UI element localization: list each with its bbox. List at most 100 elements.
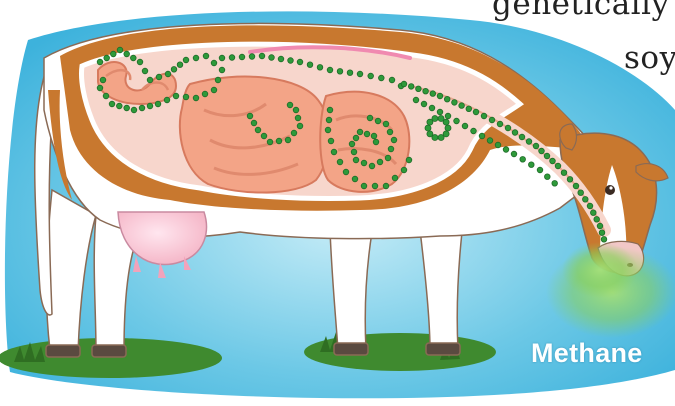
gas-bubble bbox=[109, 101, 115, 107]
gas-bubble bbox=[383, 121, 389, 127]
gas-bubble bbox=[156, 74, 162, 80]
gas-bubble bbox=[373, 139, 379, 145]
gas-bubble bbox=[278, 56, 284, 62]
gas-bubble bbox=[481, 113, 487, 119]
article-text-line: soy bbox=[624, 40, 675, 76]
gas-bubble bbox=[387, 129, 393, 135]
gas-bubble bbox=[219, 55, 225, 61]
gas-bubble bbox=[104, 55, 110, 61]
gas-bubble bbox=[352, 176, 358, 182]
gas-bubble bbox=[416, 86, 422, 92]
gas-bubble bbox=[466, 106, 472, 112]
gas-bubble bbox=[353, 157, 359, 163]
gas-bubble bbox=[389, 77, 395, 83]
gas-bubble bbox=[131, 55, 137, 61]
gas-bubble bbox=[255, 127, 261, 133]
gas-bubble bbox=[357, 71, 363, 77]
cow-eye bbox=[605, 185, 615, 195]
gas-bubble bbox=[473, 109, 479, 115]
gas-bubble bbox=[117, 47, 123, 53]
article-text-line: genetically bbox=[492, 0, 670, 22]
gas-bubble bbox=[425, 125, 431, 131]
gas-bubble bbox=[544, 153, 550, 159]
gas-bubble bbox=[261, 133, 267, 139]
gas-bubble bbox=[452, 100, 458, 106]
gas-bubble bbox=[97, 85, 103, 91]
gas-bubble bbox=[203, 53, 209, 59]
gas-bubble bbox=[552, 181, 558, 187]
gas-bubble bbox=[357, 129, 363, 135]
gas-bubble bbox=[337, 159, 343, 165]
gas-bubble bbox=[413, 97, 419, 103]
gas-bubble bbox=[215, 77, 221, 83]
gas-bubble bbox=[427, 131, 433, 137]
gas-bubble bbox=[438, 135, 444, 141]
gas-bubble bbox=[139, 105, 145, 111]
gas-bubble bbox=[388, 146, 394, 152]
gas-bubble bbox=[147, 77, 153, 83]
gas-bubble bbox=[392, 175, 398, 181]
gas-bubble bbox=[111, 51, 117, 57]
gas-bubble bbox=[520, 157, 526, 163]
gas-bubble bbox=[351, 149, 357, 155]
gas-bubble bbox=[361, 183, 367, 189]
gas-bubble bbox=[423, 88, 429, 94]
gas-bubble bbox=[443, 119, 449, 125]
gas-bubble bbox=[505, 125, 511, 131]
gas-bubble bbox=[497, 121, 503, 127]
gas-bubble bbox=[297, 123, 303, 129]
gas-bubble bbox=[327, 107, 333, 113]
gas-bubble bbox=[368, 73, 374, 79]
gas-bubble bbox=[445, 113, 451, 119]
gas-bubble bbox=[437, 109, 443, 115]
gas-bubble bbox=[137, 59, 143, 65]
gas-bubble bbox=[539, 148, 545, 154]
gas-bubble bbox=[471, 128, 477, 134]
gas-bubble bbox=[177, 62, 183, 68]
gas-bubble bbox=[117, 103, 123, 109]
gas-bubble bbox=[375, 118, 381, 124]
gas-bubble bbox=[267, 139, 273, 145]
gas-bubble bbox=[391, 137, 397, 143]
gas-bubble bbox=[297, 59, 303, 65]
gas-bubble bbox=[545, 174, 551, 180]
gas-bubble bbox=[489, 117, 495, 123]
gas-bubble bbox=[555, 163, 561, 169]
gas-bubble bbox=[537, 167, 543, 173]
gas-bubble bbox=[511, 151, 517, 157]
gas-bubble bbox=[594, 217, 600, 223]
gas-bubble bbox=[437, 93, 443, 99]
gas-bubble bbox=[406, 157, 412, 163]
gas-bubble bbox=[445, 125, 451, 131]
gas-bubble bbox=[259, 53, 265, 59]
gas-bubble bbox=[379, 75, 385, 81]
gas-bubble bbox=[142, 68, 148, 74]
gas-bubble bbox=[519, 134, 525, 140]
gas-bubble bbox=[408, 84, 414, 90]
methane-label: Methane bbox=[531, 338, 643, 369]
gas-bubble bbox=[193, 95, 199, 101]
gas-bubble bbox=[155, 101, 161, 107]
gas-bubble bbox=[597, 223, 603, 229]
gas-bubble bbox=[479, 133, 485, 139]
gas-bubble bbox=[239, 54, 245, 60]
gas-bubble bbox=[533, 143, 539, 149]
gas-bubble bbox=[578, 190, 584, 196]
gas-bubble bbox=[587, 203, 593, 209]
gas-bubble bbox=[430, 91, 436, 97]
gas-bubble bbox=[229, 55, 235, 61]
gas-bubble bbox=[124, 105, 130, 111]
gas-bubble bbox=[462, 123, 468, 129]
gas-bubble bbox=[295, 115, 301, 121]
gas-bubble bbox=[291, 130, 297, 136]
gas-bubble bbox=[583, 197, 589, 203]
gas-bubble bbox=[343, 169, 349, 175]
gas-bubble bbox=[100, 77, 106, 83]
gas-bubble bbox=[364, 131, 370, 137]
gas-bubble bbox=[249, 54, 255, 60]
gas-bubble bbox=[591, 210, 597, 216]
gas-bubble bbox=[503, 147, 509, 153]
gas-bubble bbox=[444, 96, 450, 102]
gas-bubble bbox=[487, 138, 493, 144]
gas-bubble bbox=[173, 93, 179, 99]
